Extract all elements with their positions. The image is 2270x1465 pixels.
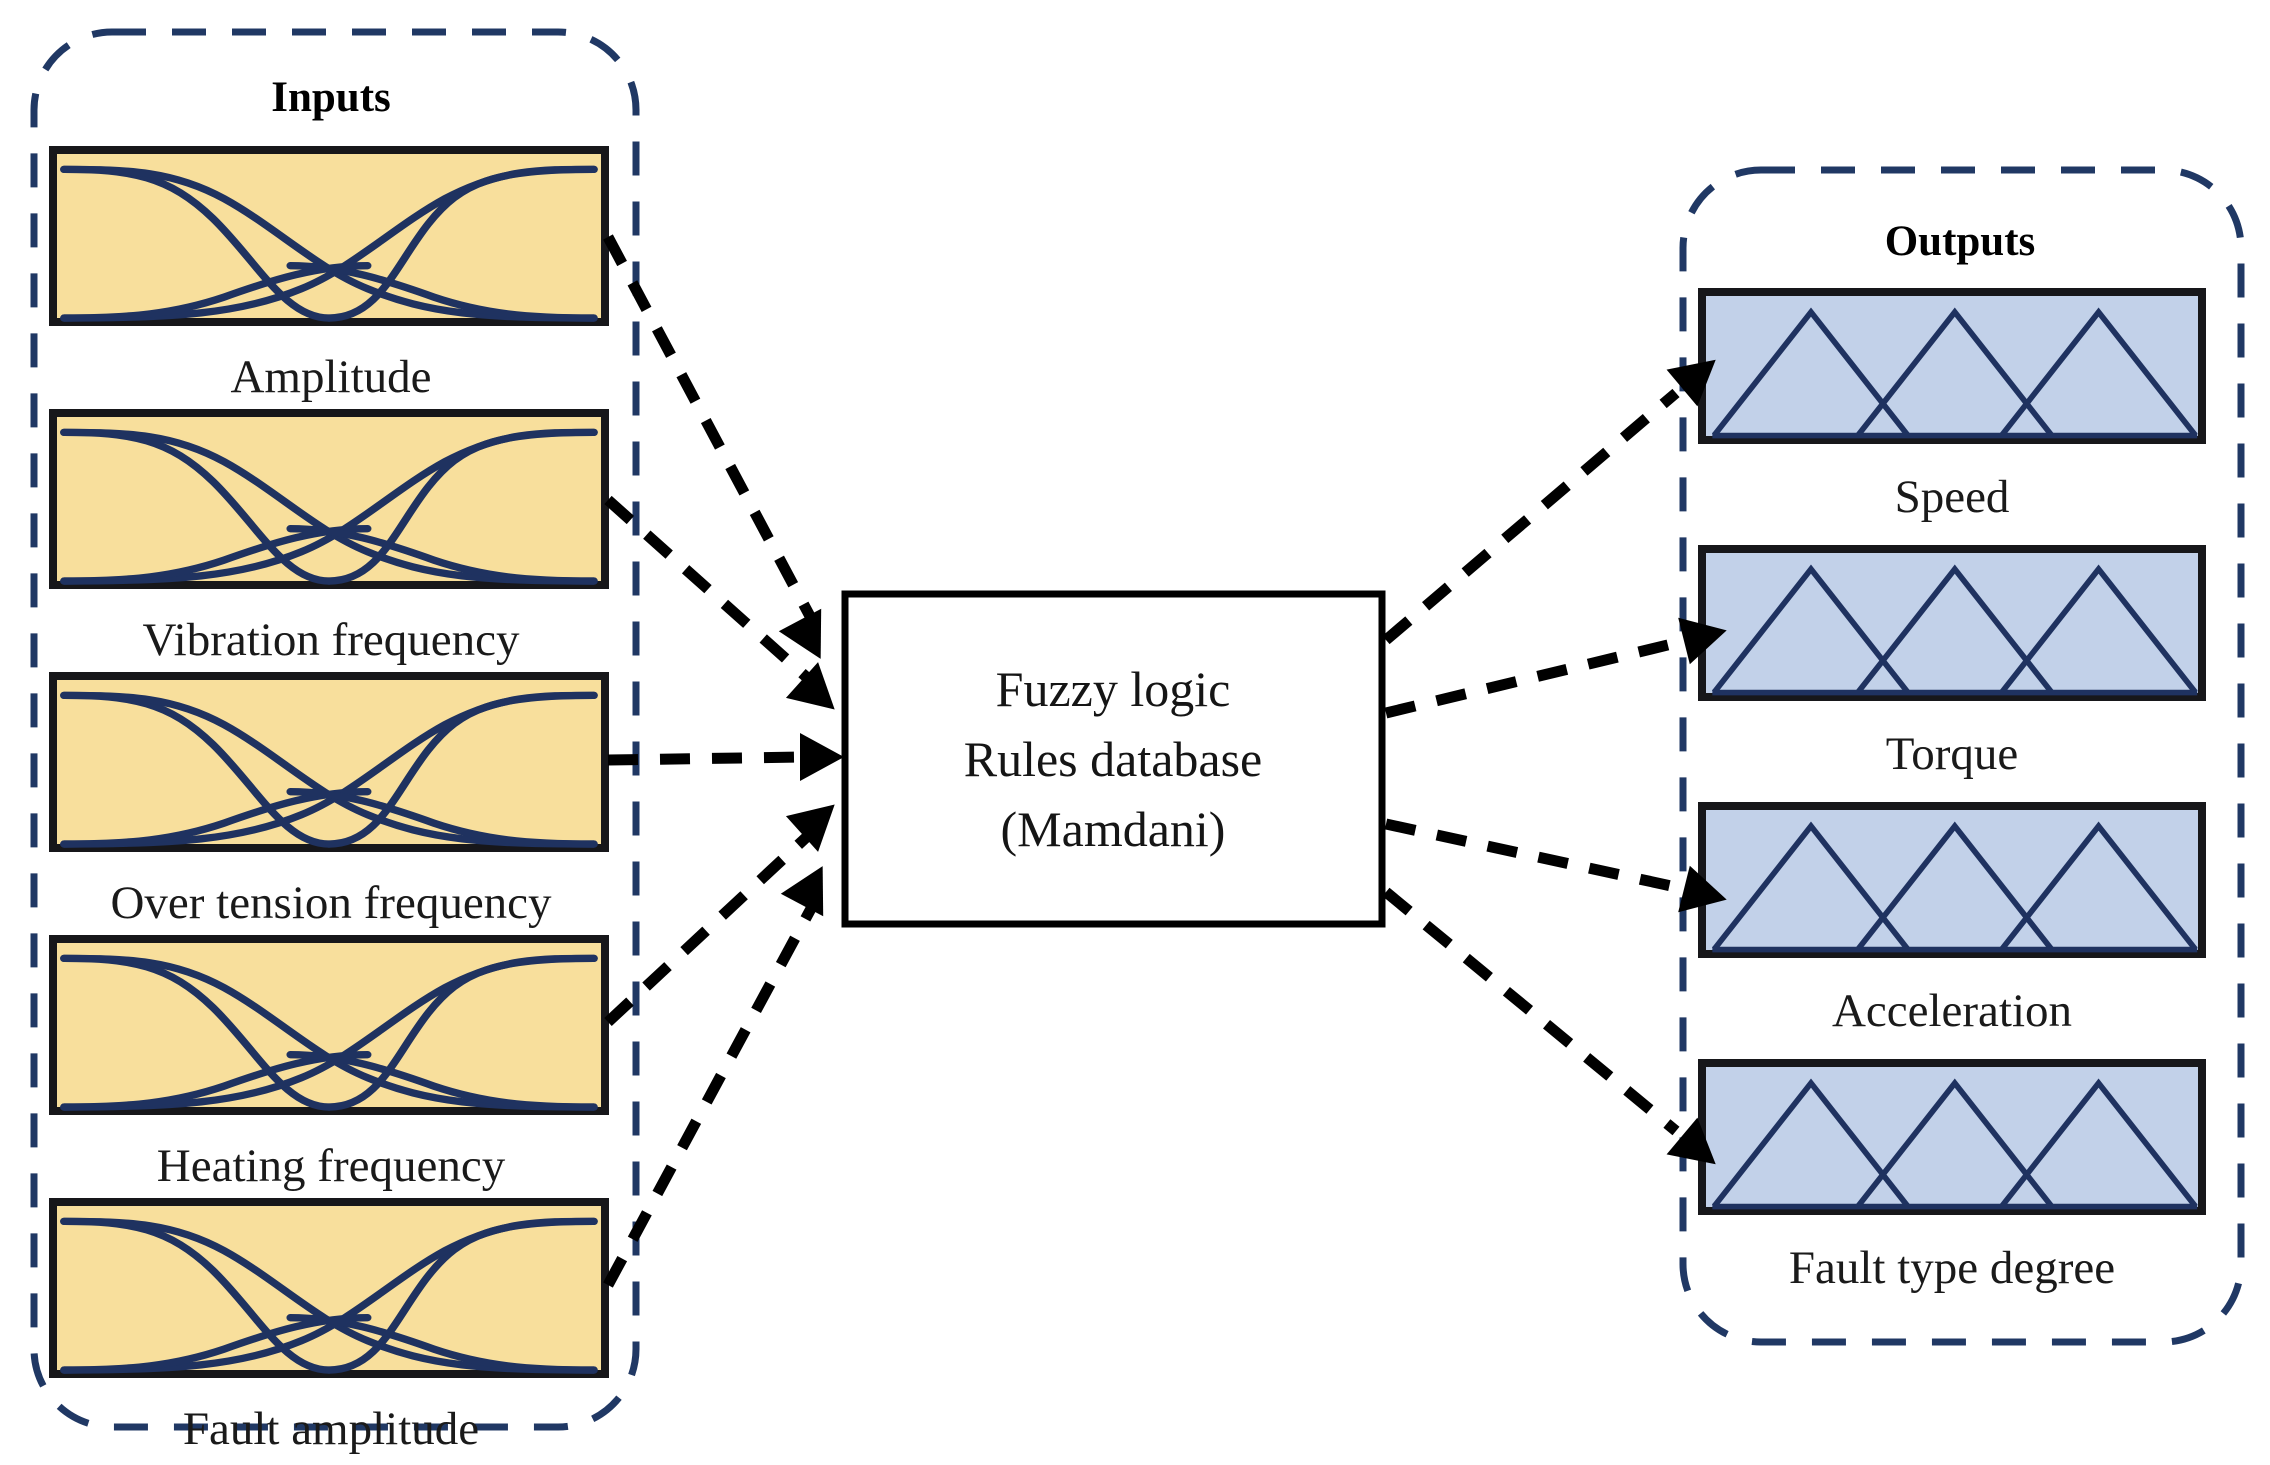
engine-label-line3: (Mamdani) (1001, 801, 1226, 857)
output-label-acceleration: Acceleration (1832, 985, 2072, 1037)
engine-label-line1: Fuzzy logic (996, 661, 1231, 717)
input-panel-heating-frequency[interactable] (49, 935, 609, 1115)
input-label-fault-amplitude: Fault amplitude (183, 1403, 479, 1455)
outputs-group-title: Outputs (1885, 218, 2036, 265)
outputs-group-border (1679, 166, 2245, 1346)
fuzzy-engine-box[interactable] (841, 590, 1386, 928)
input-label-vibration-frequency: Vibration frequency (143, 614, 520, 666)
arrow-amplitude-to-engine (603, 234, 842, 671)
input-panel-fault-amplitude[interactable] (49, 1198, 609, 1378)
inputs-group-title: Inputs (271, 74, 391, 121)
engine-label-line2: Rules database (964, 731, 1263, 787)
arrow-vibration-to-engine (604, 495, 851, 728)
input-label-over-tension-frequency: Over tension frequency (110, 877, 552, 929)
output-label-speed: Speed (1895, 471, 2010, 523)
arrow-engine-to-fault-type (1382, 887, 1732, 1183)
output-panel-speed[interactable] (1698, 288, 2206, 444)
output-label-fault-type-degree: Fault type degree (1789, 1242, 2115, 1294)
arrow-fault-amplitude-to-engine (603, 854, 844, 1288)
input-label-heating-frequency: Heating frequency (157, 1140, 506, 1192)
arrow-engine-to-speed (1382, 341, 1732, 645)
input-label-amplitude: Amplitude (230, 351, 431, 403)
arrow-over-tension-to-engine (607, 733, 844, 781)
output-label-torque: Torque (1886, 728, 2018, 780)
arrow-heating-to-engine (604, 786, 851, 1027)
